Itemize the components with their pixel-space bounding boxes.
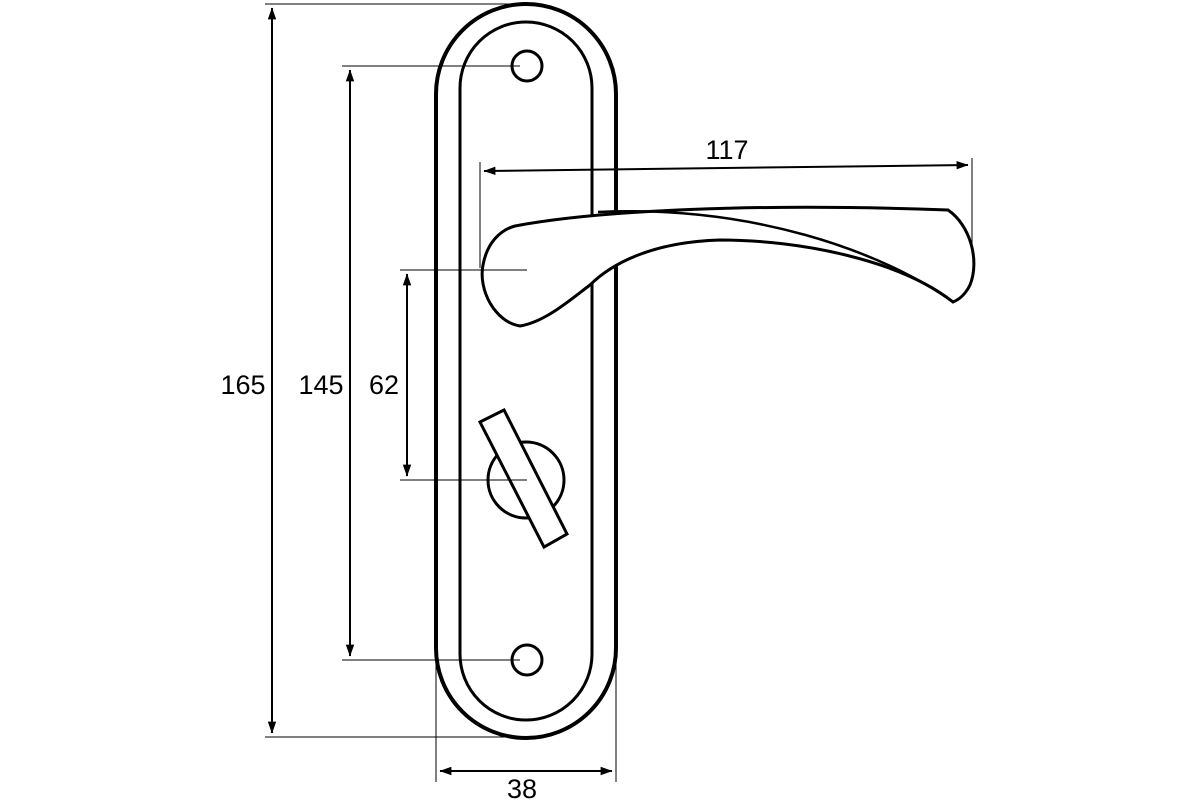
label-total-height: 165 bbox=[220, 370, 265, 400]
label-plate-width: 38 bbox=[507, 774, 537, 800]
label-lever-length: 117 bbox=[705, 135, 748, 165]
back-plate bbox=[434, 2, 618, 740]
lever-handle bbox=[480, 205, 976, 328]
back-plate-inner bbox=[458, 20, 594, 722]
dim-lever-length: 117 bbox=[479, 135, 973, 268]
dim-plate-width: 38 bbox=[435, 660, 617, 800]
dim-total-height: 165 bbox=[220, 3, 540, 738]
label-handle-to-turn: 62 bbox=[369, 370, 399, 400]
dim-hole-spacing: 145 bbox=[298, 65, 520, 661]
turn-thumb-piece bbox=[477, 407, 569, 550]
privacy-turn bbox=[477, 407, 569, 550]
back-plate-outer bbox=[434, 2, 618, 740]
lever-crease bbox=[597, 210, 954, 304]
label-hole-spacing: 145 bbox=[298, 370, 343, 400]
lever-outline bbox=[480, 205, 976, 328]
dim-line-117 bbox=[483, 160, 969, 176]
dim-handle-to-turn: 62 bbox=[369, 269, 527, 481]
